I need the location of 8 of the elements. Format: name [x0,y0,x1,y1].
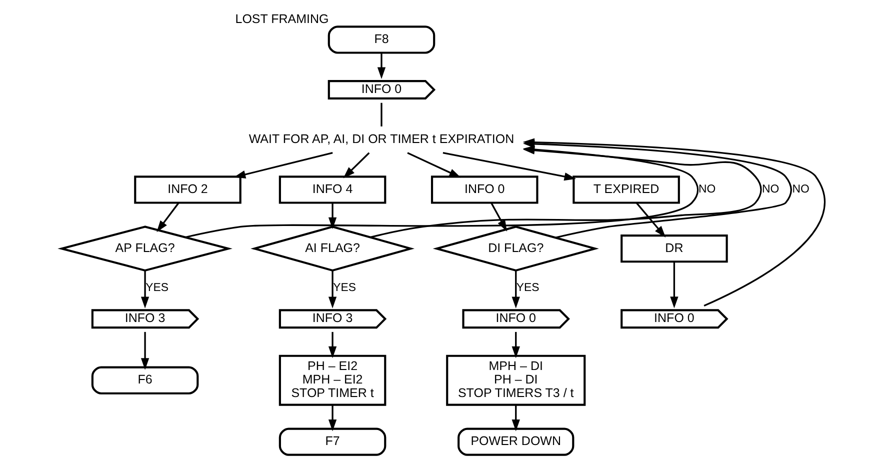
node-label: LOST FRAMING [234,12,328,26]
edge-label: NO [792,183,809,196]
edge-label: NO [761,183,779,196]
edge-label: NO [698,183,716,196]
edge-label: YES [516,282,539,294]
node-text: WAIT FOR AP, AI, DI OR TIMER t EXPIRATION [248,131,514,146]
edge-label: YES [332,282,356,294]
edge-label: YES [145,282,168,294]
